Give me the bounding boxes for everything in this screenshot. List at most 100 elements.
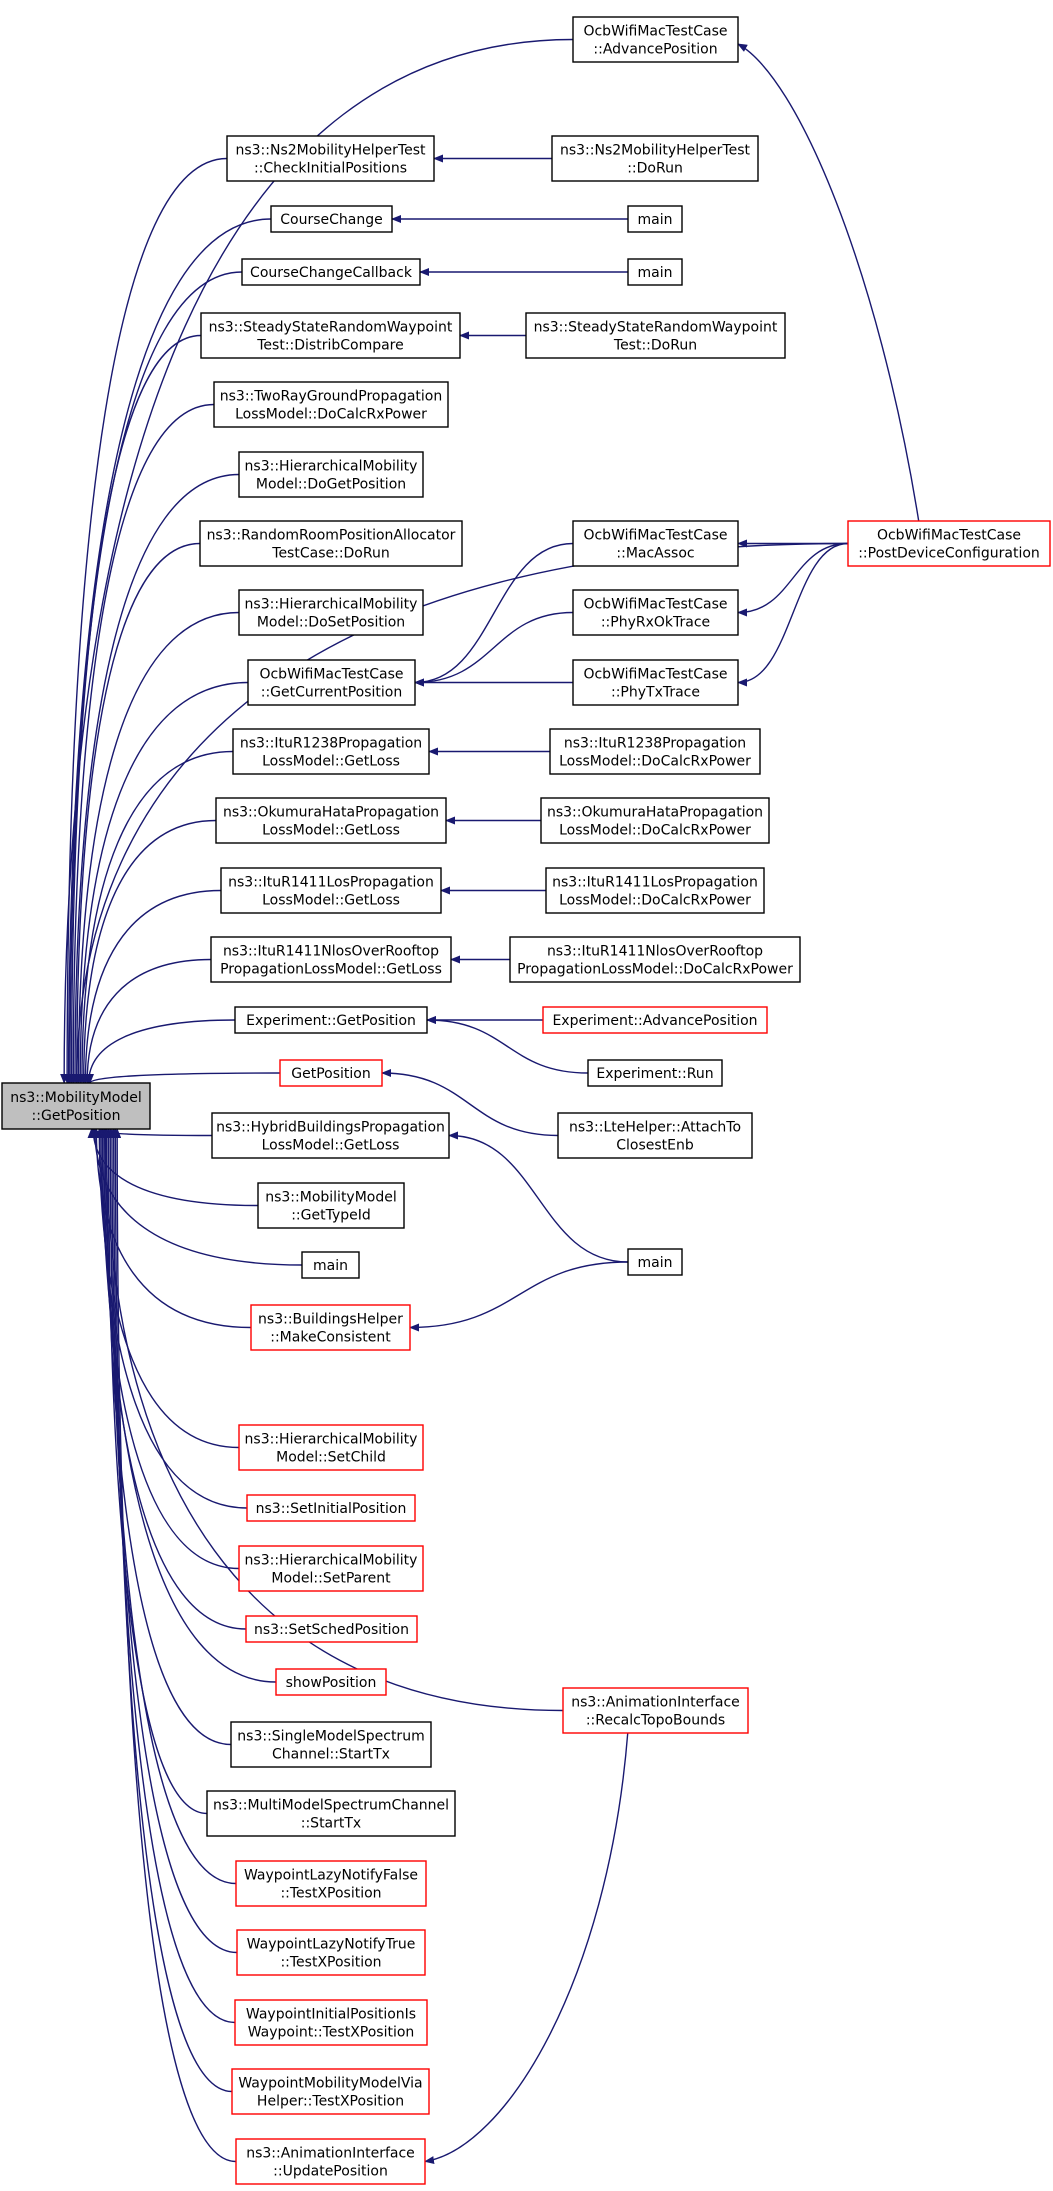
node-box [627, 205, 683, 233]
node-animUpdate[interactable]: ns3::AnimationInterface::UpdatePosition [235, 2138, 426, 2185]
node-label: LossModel::GetLoss [262, 823, 400, 839]
node-ns2Check[interactable]: ns3::Ns2MobilityHelperTest::CheckInitial… [226, 135, 435, 182]
node-wpVia[interactable]: WaypointMobilityModelViaHelper::TestXPos… [231, 2068, 430, 2115]
node-label: LossModel::GetLoss [262, 1138, 400, 1154]
node-label: ns3::OkumuraHataPropagation [547, 805, 763, 821]
node-main1[interactable]: main [627, 205, 683, 233]
edge-expRun-to-expGetPos [426, 1016, 589, 1074]
node-label: OcbWifiMacTestCase [259, 667, 403, 683]
node-twoRay[interactable]: ns3::TwoRayGroundPropagationLossModel::D… [213, 381, 449, 428]
node-label: ::TestXPosition [280, 1955, 381, 1971]
node-ituNlosCalc[interactable]: ns3::ItuR1411NlosOverRooftopPropagationL… [509, 936, 801, 983]
node-label: main [638, 1255, 673, 1271]
node-label: TestCase::DoRun [271, 546, 389, 562]
node-hybridGet[interactable]: ns3::HybridBuildingsPropagationLossModel… [211, 1112, 450, 1159]
node-label: ns3::RandomRoomPositionAllocator [207, 528, 456, 544]
node-label: GetPosition [291, 1066, 370, 1082]
node-ocbPostDevice[interactable]: OcbWifiMacTestCase::PostDeviceConfigurat… [847, 520, 1051, 567]
node-label: ::CheckInitialPositions [254, 161, 407, 177]
node-okumuraGet[interactable]: ns3::OkumuraHataPropagationLossModel::Ge… [215, 797, 447, 844]
node-multiStartTx[interactable]: ns3::MultiModelSpectrumChannel::StartTx [206, 1790, 456, 1837]
node-expRun[interactable]: Experiment::Run [587, 1059, 723, 1087]
node-ituNlosGet[interactable]: ns3::ItuR1411NlosOverRooftopPropagationL… [210, 936, 452, 983]
edge-ocbPhyRx-to-ocbGetCurrent [414, 611, 574, 687]
node-label: ns3::SteadyStateRandomWaypoint [209, 320, 453, 336]
node-animRecalc[interactable]: ns3::AnimationInterface::RecalcTopoBound… [562, 1687, 749, 1734]
node-wpTrue[interactable]: WaypointLazyNotifyTrue::TestXPosition [236, 1929, 426, 1976]
node-ocbAdvance[interactable]: OcbWifiMacTestCase::AdvancePosition [572, 16, 739, 63]
node-root[interactable]: ns3::MobilityModel::GetPosition [1, 1082, 151, 1130]
node-box [206, 1790, 456, 1837]
node-mobTypeId[interactable]: ns3::MobilityModel::GetTypeId [257, 1182, 405, 1229]
node-wpFalse[interactable]: WaypointLazyNotifyFalse::TestXPosition [235, 1860, 427, 1907]
node-label: PropagationLossModel::DoCalcRxPower [517, 962, 793, 978]
node-label: LossModel::DoCalcRxPower [559, 893, 751, 909]
call-edges [60, 38, 920, 2165]
edge-hierSetChild-to-root [95, 1128, 240, 1449]
node-box [199, 520, 463, 567]
node-label: main [638, 212, 673, 228]
node-courseChange[interactable]: CourseChange [270, 205, 393, 233]
node-ocbPhyRx[interactable]: OcbWifiMacTestCase::PhyRxOkTrace [572, 589, 739, 636]
node-label: WaypointInitialPositionIs [246, 2007, 416, 2023]
edge-ocbPostDevice-to-ocbAdvance [737, 43, 920, 522]
node-label: ::PostDeviceConfiguration [858, 546, 1040, 562]
node-setInitial[interactable]: ns3::SetInitialPosition [246, 1494, 416, 1522]
node-ssrwDoRun[interactable]: ns3::SteadyStateRandomWaypointTest::DoRu… [525, 312, 786, 359]
node-label: ::UpdatePosition [273, 2164, 388, 2180]
edge-showPosition-to-root [101, 1128, 277, 1683]
node-label: Channel::StartTx [272, 1747, 390, 1763]
node-ocbGetCurrent[interactable]: OcbWifiMacTestCase::GetCurrentPosition [247, 659, 416, 706]
node-wpInitial[interactable]: WaypointInitialPositionIsWaypoint::TestX… [234, 1999, 428, 2046]
node-main4[interactable]: main [627, 1248, 683, 1276]
node-label: ns3::ItuR1411LosPropagation [228, 875, 434, 891]
node-main3[interactable]: main [301, 1251, 360, 1279]
node-main2[interactable]: main [627, 258, 683, 286]
edge-ssrwDistrib-to-root [67, 334, 202, 1084]
node-label: ns3::TwoRayGroundPropagation [220, 389, 443, 405]
node-label: ns3::OkumuraHataPropagation [223, 805, 439, 821]
node-ns2DoRun[interactable]: ns3::Ns2MobilityHelperTest::DoRun [551, 135, 759, 182]
node-expAdvance[interactable]: Experiment::AdvancePosition [542, 1006, 768, 1034]
node-label: LossModel::GetLoss [262, 754, 400, 770]
node-label: PropagationLossModel::GetLoss [220, 962, 442, 978]
node-hierSetParent[interactable]: ns3::HierarchicalMobilityModel::SetParen… [238, 1545, 424, 1592]
node-label: Model::DoSetPosition [257, 615, 405, 631]
node-okumuraCalc[interactable]: ns3::OkumuraHataPropagationLossModel::Do… [540, 797, 770, 844]
node-ituLosCalc[interactable]: ns3::ItuR1411LosPropagationLossModel::Do… [545, 867, 765, 914]
node-expGetPos[interactable]: Experiment::GetPosition [234, 1006, 428, 1034]
node-ssrwDistrib[interactable]: ns3::SteadyStateRandomWaypointTest::Dist… [200, 312, 461, 359]
node-label: OcbWifiMacTestCase [583, 528, 727, 544]
node-ocbPhyTx[interactable]: OcbWifiMacTestCase::PhyTxTrace [572, 659, 739, 706]
node-randomRoom[interactable]: ns3::RandomRoomPositionAllocatorTestCase… [199, 520, 463, 567]
node-box [549, 728, 761, 775]
node-box [234, 1006, 428, 1034]
node-ituR1238Calc[interactable]: ns3::ItuR1238PropagationLossModel::DoCal… [549, 728, 761, 775]
node-box [241, 258, 421, 286]
node-getPosition[interactable]: GetPosition [279, 1059, 383, 1087]
node-hierSet[interactable]: ns3::HierarchicalMobilityModel::DoSetPos… [238, 589, 424, 636]
node-ocbMacAssoc[interactable]: OcbWifiMacTestCase::MacAssoc [572, 520, 739, 567]
node-label: Test::DistribCompare [256, 338, 404, 354]
edge-main4-to-buildingsHelper [409, 1261, 629, 1332]
node-label: Test::DoRun [613, 338, 697, 354]
node-hierGet[interactable]: ns3::HierarchicalMobilityModel::DoGetPos… [238, 451, 424, 498]
node-box [551, 135, 759, 182]
node-ituLosGet[interactable]: ns3::ItuR1411LosPropagationLossModel::Ge… [220, 867, 442, 914]
node-label: OcbWifiMacTestCase [877, 528, 1021, 544]
edge-wpInitial-to-root [109, 1128, 236, 2024]
node-label: Helper::TestXPosition [257, 2094, 404, 2110]
node-box [847, 520, 1051, 567]
node-courseChangeCb[interactable]: CourseChangeCallback [241, 258, 421, 286]
node-setSched[interactable]: ns3::SetSchedPosition [245, 1615, 418, 1643]
node-buildingsHelper[interactable]: ns3::BuildingsHelper::MakeConsistent [250, 1304, 411, 1351]
node-box [1, 1082, 151, 1130]
node-showPosition[interactable]: showPosition [275, 1668, 387, 1696]
node-ituR1238Get[interactable]: ns3::ItuR1238PropagationLossModel::GetLo… [232, 728, 430, 775]
edge-animUpdate-to-root [113, 1128, 237, 2163]
node-label: ::PhyRxOkTrace [601, 615, 710, 631]
node-label: WaypointLazyNotifyFalse [244, 1868, 418, 1884]
